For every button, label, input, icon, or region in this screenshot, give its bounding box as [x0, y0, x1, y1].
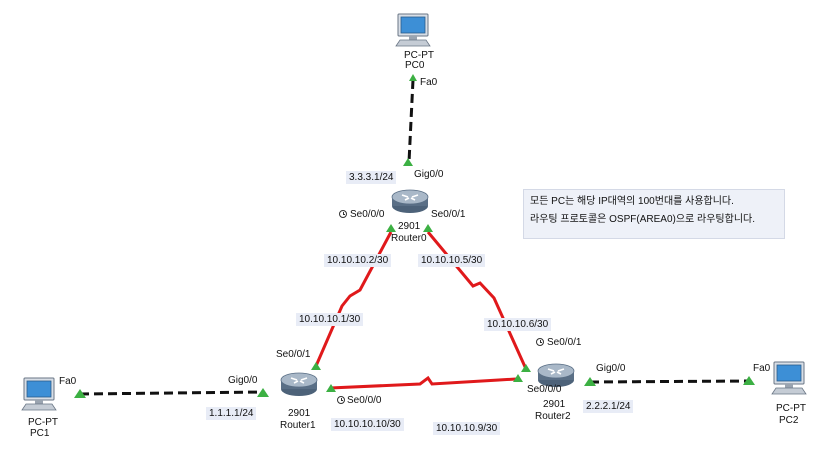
link-up-indicator [743, 376, 755, 385]
pc0-model-label: PC-PT [404, 50, 434, 61]
pc2-interface-label: Fa0 [753, 363, 771, 374]
router0-router-icon[interactable] [391, 189, 429, 214]
router1-gig-address-label: 1.1.1.1/24 [206, 407, 257, 420]
router1-se000-address-label: 10.10.10.10/30 [331, 418, 404, 431]
link-up-indicator [584, 377, 596, 386]
router1-se001-address-label: 10.10.10.1/30 [296, 313, 364, 326]
link-up-indicator [386, 224, 396, 232]
router0-gig-address-label: 3.3.3.1/24 [346, 171, 397, 184]
link-up-indicator [403, 158, 413, 166]
link-router0-router2 [426, 231, 528, 370]
router1-name-label: Router1 [280, 420, 316, 431]
link-pc1-router1 [79, 390, 264, 396]
router1-se001-interface-label: Se0/0/1 [276, 349, 311, 360]
link-router2-pc2 [589, 379, 750, 384]
link-up-indicator [521, 364, 531, 372]
router0-se001-interface-label: Se0/0/1 [431, 209, 466, 220]
router2-model-label: 2901 [543, 399, 566, 410]
clock-icon [339, 210, 347, 218]
router2-se001-interface-label: Se0/0/1 [547, 337, 582, 348]
pc1-model-label: PC-PT [28, 417, 58, 428]
note-line-2: 라우팅 프로토콜은 OSPF(AREA0)으로 라우팅합니다. [530, 214, 755, 225]
instruction-note: 모든 PC는 해당 IP대역의 100번대를 사용합니다. 라우팅 프로토콜은 … [523, 189, 785, 239]
router0-se001-address-label: 10.10.10.5/30 [418, 254, 486, 267]
link-up-indicator [257, 388, 269, 397]
router1-gig-interface-label: Gig0/0 [228, 375, 258, 386]
pc2-computer-icon[interactable] [771, 361, 807, 395]
clock-icon [536, 338, 544, 346]
link-pc0-router0 [407, 79, 415, 163]
router2-name-label: Router2 [535, 411, 571, 422]
link-up-indicator [409, 74, 417, 81]
router2-gig-address-label: 2.2.2.1/24 [583, 400, 634, 413]
router1-se000-interface-label: Se0/0/0 [347, 395, 382, 406]
link-up-indicator [326, 384, 336, 392]
link-up-indicator [423, 224, 433, 232]
router2-gig-interface-label: Gig0/0 [596, 363, 626, 374]
router0-se000-address-label: 10.10.10.2/30 [324, 254, 392, 267]
router2-se001-address-label: 10.10.10.6/30 [484, 318, 552, 331]
pc2-name-label: PC2 [779, 415, 799, 426]
link-up-indicator [513, 374, 523, 382]
router1-router-icon[interactable] [280, 372, 318, 397]
router0-se000-interface-label: Se0/0/0 [350, 209, 385, 220]
pc1-computer-icon[interactable] [21, 377, 57, 411]
link-up-indicator [311, 362, 321, 370]
link-up-indicator [74, 389, 86, 398]
router2-se000-interface-label: Se0/0/0 [527, 384, 562, 395]
pc0-name-label: PC0 [405, 60, 425, 71]
link-router1-router2 [329, 375, 517, 390]
clock-icon [337, 396, 345, 404]
pc0-computer-icon[interactable] [395, 13, 431, 47]
pc1-name-label: PC1 [30, 428, 50, 439]
router0-name-label: Router0 [391, 233, 427, 244]
router1-model-label: 2901 [288, 408, 311, 419]
router0-model-label: 2901 [398, 221, 421, 232]
pc1-interface-label: Fa0 [59, 376, 77, 387]
note-line-1: 모든 PC는 해당 IP대역의 100번대를 사용합니다. [530, 196, 734, 207]
pc0-interface-label: Fa0 [420, 77, 438, 88]
router2-se000-address-label: 10.10.10.9/30 [433, 422, 501, 435]
pc2-model-label: PC-PT [776, 403, 806, 414]
link-router0-router1 [314, 231, 393, 367]
router0-gig-interface-label: Gig0/0 [414, 169, 444, 180]
